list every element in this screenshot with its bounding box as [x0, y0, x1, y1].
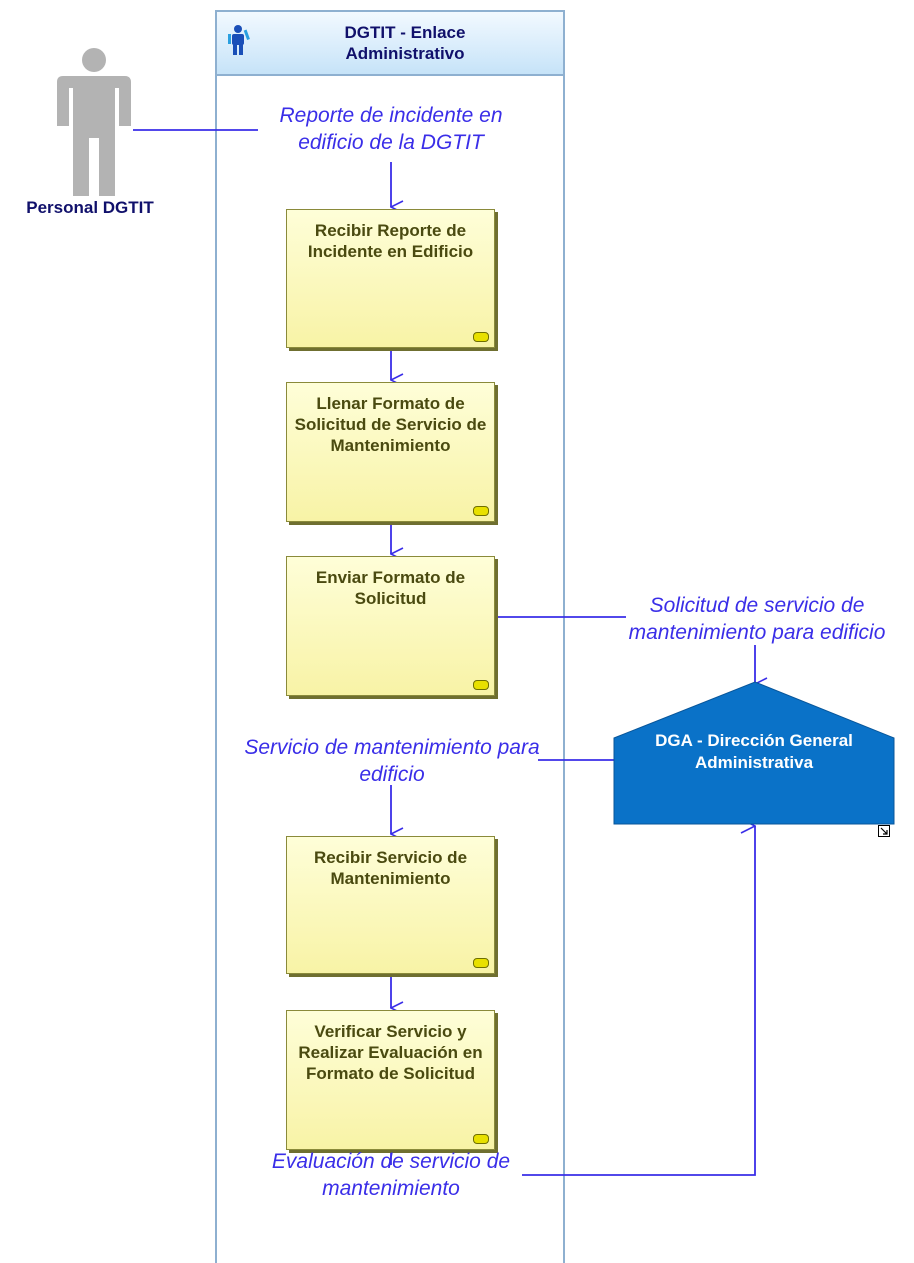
activity-recibir-servicio[interactable]: Recibir Servicio de Mantenimiento	[286, 836, 495, 974]
swimlane-title: DGTIT - Enlace Administrativo	[344, 23, 466, 63]
connector-evaluation-dga	[522, 826, 755, 1176]
person-icon	[228, 25, 250, 55]
activity-verificar-servicio[interactable]: Verificar Servicio y Realizar Evaluación…	[286, 1010, 495, 1150]
expand-icon[interactable]	[878, 825, 890, 837]
activity-label: Recibir Reporte de Incidente en Edificio	[307, 221, 474, 261]
activity-label: Verificar Servicio y Realizar Evaluación…	[298, 1022, 483, 1083]
subprocess-icon	[473, 1134, 489, 1144]
swimlane-header: DGTIT - Enlace Administrativo	[215, 10, 565, 76]
activity-label: Enviar Formato de Solicitud	[315, 568, 466, 608]
activity-label: Llenar Formato de Solicitud de Servicio …	[294, 394, 487, 455]
flow-label-service: Servicio de mantenimiento para edificio	[244, 736, 540, 786]
subprocess-icon	[473, 680, 489, 690]
actor-label: Personal DGTIT	[26, 198, 154, 217]
actor-icon	[57, 48, 131, 196]
flow-label-evaluation: Evaluación de servicio de mantenimiento	[271, 1150, 511, 1200]
activity-enviar-formato[interactable]: Enviar Formato de Solicitud	[286, 556, 495, 696]
subprocess-icon	[473, 332, 489, 342]
subprocess-icon	[473, 958, 489, 968]
activity-llenar-formato[interactable]: Llenar Formato de Solicitud de Servicio …	[286, 382, 495, 522]
activity-label: Recibir Servicio de Mantenimiento	[313, 848, 468, 888]
dga-process-label[interactable]: DGA - Dirección General Administrativa	[655, 731, 853, 772]
activity-recibir-reporte[interactable]: Recibir Reporte de Incidente en Edificio	[286, 209, 495, 348]
subprocess-icon	[473, 506, 489, 516]
dga-process-shape	[613, 681, 895, 825]
flow-label-report: Reporte de incidente en edificio de la D…	[279, 104, 503, 154]
flow-label-request: Solicitud de servicio de mantenimiento p…	[628, 594, 886, 644]
